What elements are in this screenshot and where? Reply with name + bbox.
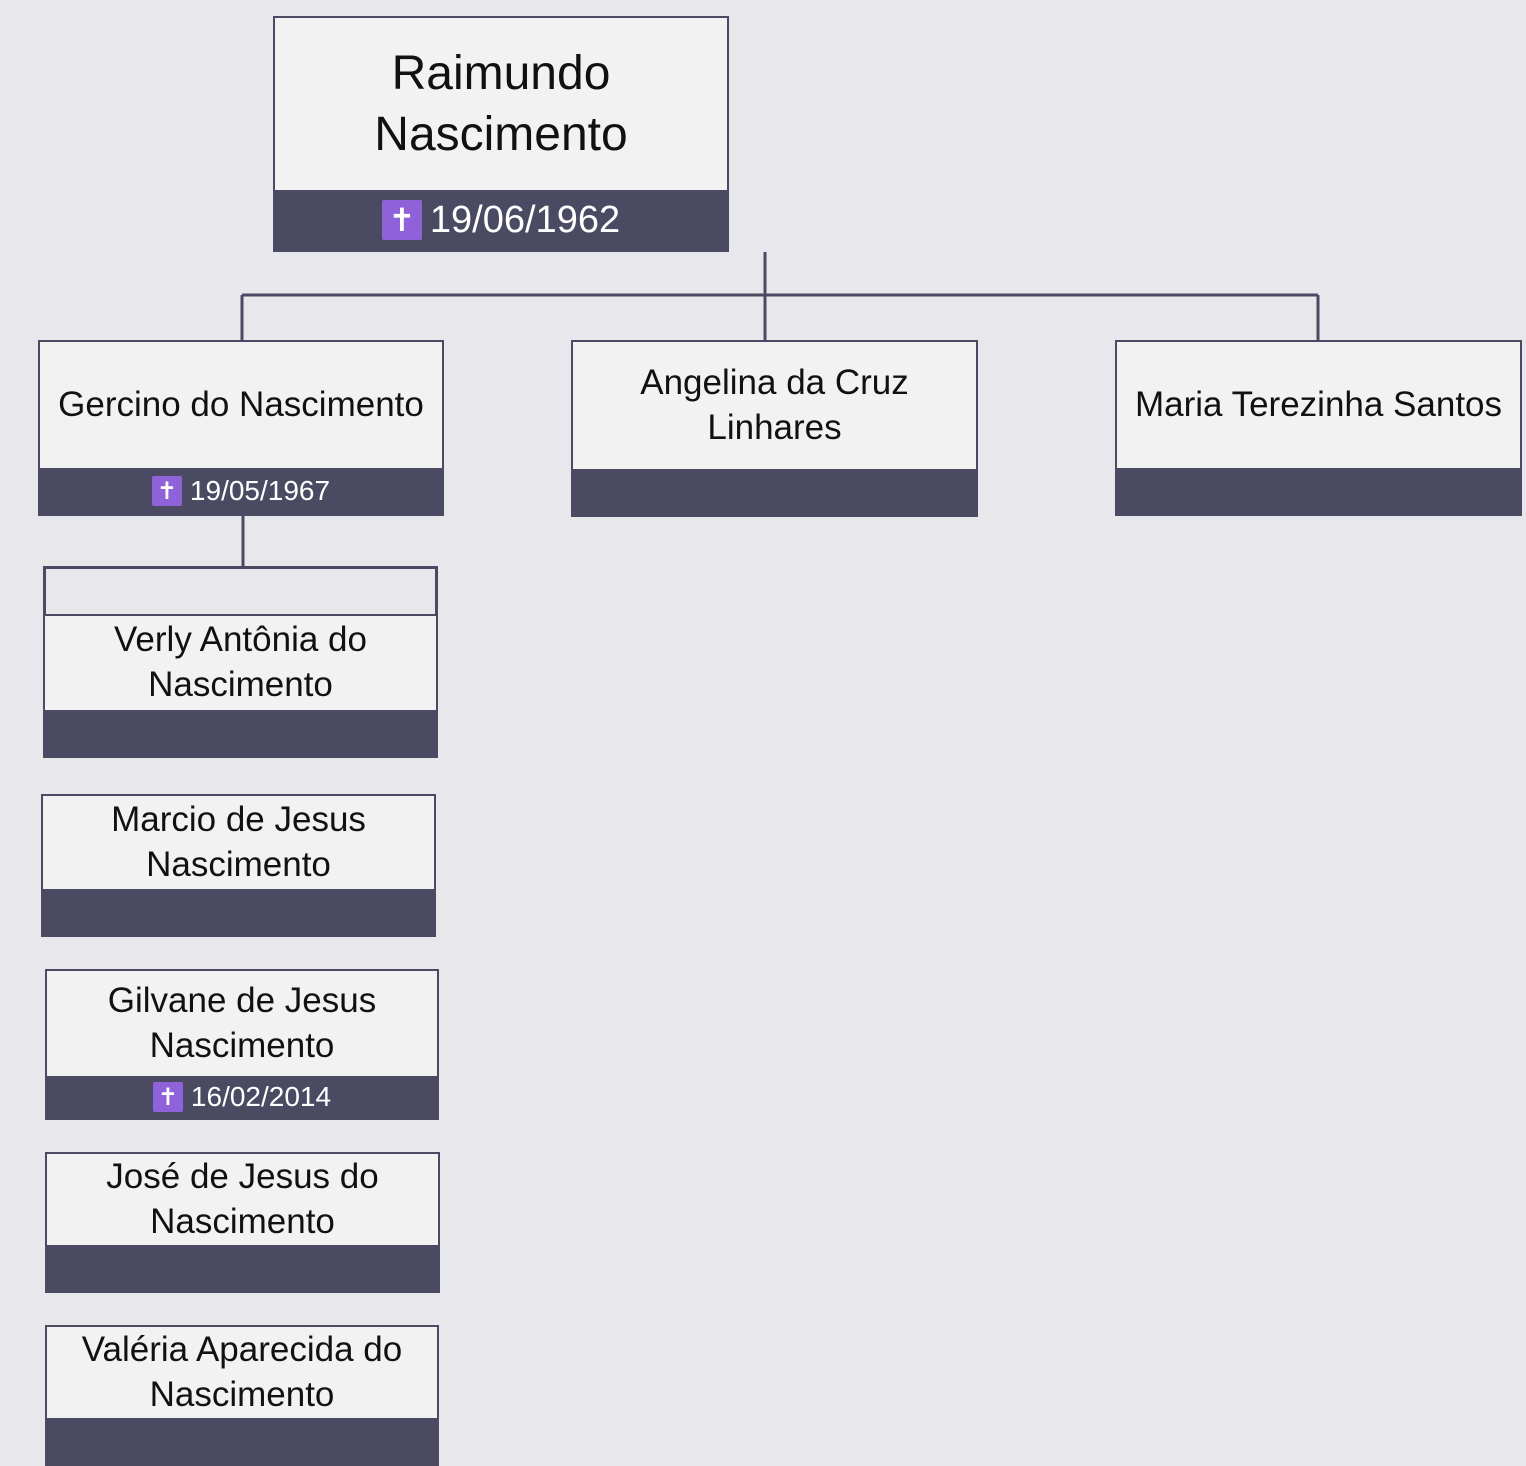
- person-card-grandchild[interactable]: Marcio de Jesus Nascimento: [41, 794, 436, 937]
- info-bar: [45, 710, 436, 756]
- death-info-bar: ✝ 19/05/1967: [40, 468, 442, 514]
- info-bar: [43, 889, 434, 935]
- person-card-grandchild[interactable]: Gilvane de Jesus Nascimento ✝ 16/02/2014: [45, 969, 439, 1120]
- person-card-grandchild[interactable]: Valéria Aparecida do Nascimento: [45, 1325, 439, 1466]
- person-card-child[interactable]: Maria Terezinha Santos: [1115, 340, 1522, 516]
- info-bar: [47, 1418, 437, 1464]
- info-bar: [1117, 468, 1520, 514]
- person-name: Gercino do Nascimento: [58, 384, 424, 424]
- cross-icon: ✝: [152, 1082, 183, 1112]
- cross-icon: ✝: [381, 200, 422, 240]
- death-date: 16/02/2014: [190, 1081, 332, 1112]
- person-name: Marcio de Jesus Nascimento: [111, 799, 366, 884]
- person-name: Valéria Aparecida do Nascimento: [81, 1329, 403, 1414]
- person-name: Angelina da Cruz Linhares: [640, 362, 909, 447]
- death-info-bar: ✝ 16/02/2014: [47, 1076, 437, 1118]
- person-name: Verly Antônia do Nascimento: [114, 620, 367, 704]
- person-name: Raimundo Nascimento: [374, 46, 628, 161]
- info-bar: [573, 469, 976, 515]
- person-card-grandchild[interactable]: Verly Antônia do Nascimento: [43, 614, 438, 758]
- info-bar: [47, 1245, 438, 1291]
- person-name: Gilvane de Jesus Nascimento: [107, 980, 377, 1065]
- person-card-root[interactable]: Raimundo Nascimento ✝ 19/06/1962: [273, 16, 729, 252]
- death-info-bar: ✝ 19/06/1962: [275, 190, 727, 250]
- cross-icon: ✝: [151, 476, 182, 506]
- death-date: 19/06/1962: [429, 198, 621, 241]
- person-name: Maria Terezinha Santos: [1134, 384, 1503, 424]
- person-card-grandchild[interactable]: José de Jesus do Nascimento: [45, 1152, 440, 1293]
- person-card-child[interactable]: Angelina da Cruz Linhares: [571, 340, 978, 517]
- person-card-child[interactable]: Gercino do Nascimento ✝ 19/05/1967: [38, 340, 444, 516]
- death-date: 19/05/1967: [189, 475, 331, 506]
- person-name: José de Jesus do Nascimento: [106, 1156, 379, 1241]
- grandchildren-bracket: [43, 566, 438, 616]
